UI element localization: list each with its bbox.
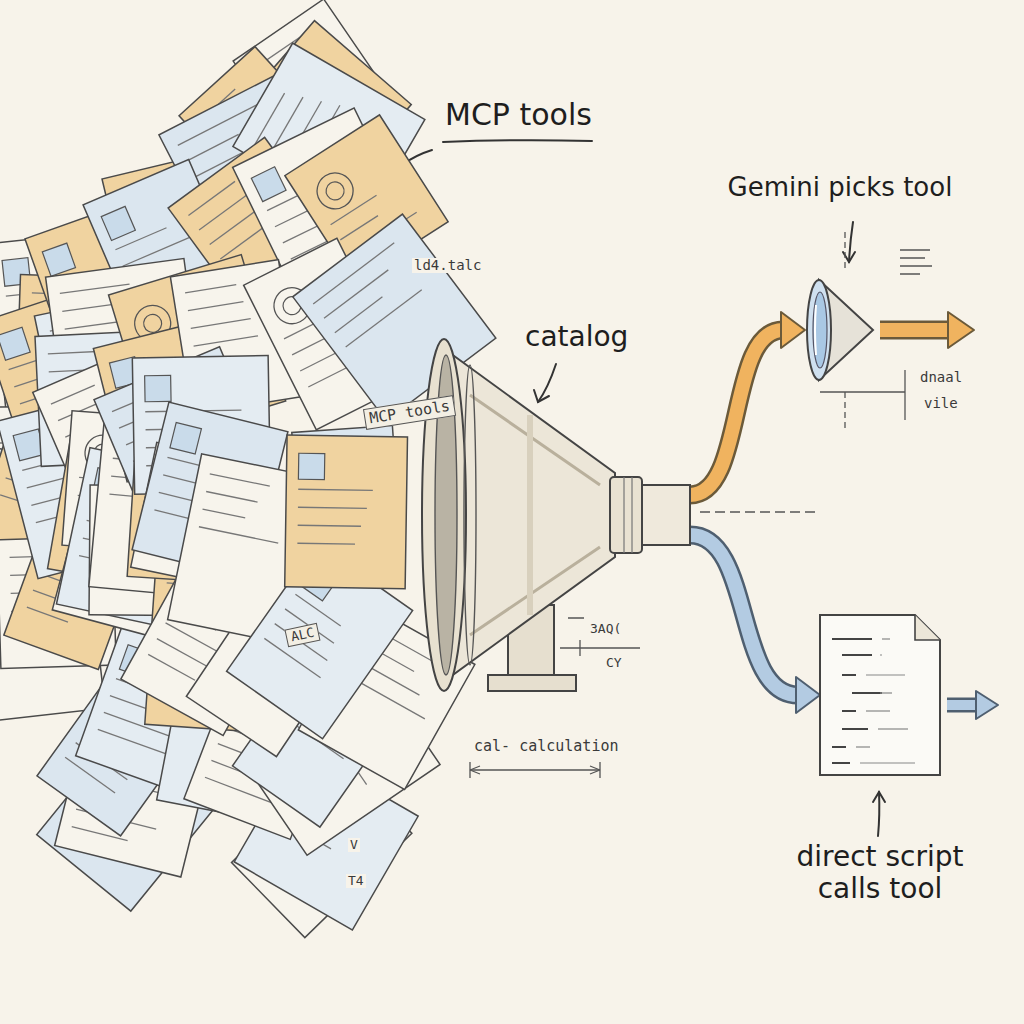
sketch-note: cal- calculation: [472, 738, 621, 755]
underline: [443, 140, 592, 142]
dimension-line: [560, 618, 640, 656]
guide-line: [904, 370, 905, 420]
selector-lens: Gemini picks tool: [805, 275, 875, 385]
arrow-tip: [534, 390, 549, 402]
output-arrow: [880, 312, 974, 348]
flow-arrow: [690, 312, 805, 495]
sketch-note: CY: [604, 656, 624, 670]
arrow-body: [690, 330, 783, 495]
selector-lens-outline: [805, 275, 875, 385]
arrow-body: [690, 535, 798, 695]
sketch-note: T4: [346, 874, 366, 888]
flow-arrow: [690, 535, 820, 713]
tool-pile: MCP tools: [0, 0, 440, 1000]
dimension-tick: [470, 766, 600, 774]
catalog-funnel-outline: [410, 335, 690, 695]
catalog-funnel: catalog: [410, 335, 690, 695]
sketch-note: ld4.talc: [412, 258, 483, 273]
output-arrow: [947, 691, 998, 719]
dimension-line: [470, 762, 600, 778]
scribble: [900, 250, 932, 274]
centerline: [700, 511, 815, 512]
arrow-head: [796, 677, 820, 713]
arrow-outline: [690, 330, 783, 495]
leader-arrow: [878, 792, 879, 836]
arrow-outline: [690, 535, 798, 695]
sketch-note: 3AQ(: [588, 622, 623, 636]
node-heading: Gemini picks tool: [728, 173, 953, 203]
arrow-head: [781, 312, 805, 348]
node-heading: MCP tools: [445, 98, 592, 133]
node-heading: direct script calls tool: [775, 841, 985, 905]
sketch-note: dnaal: [918, 370, 964, 385]
script-document: direct script calls tool: [820, 615, 940, 775]
arrow-tip: [873, 792, 885, 802]
sketch-note: vile: [922, 396, 960, 411]
tool-pile-outline: [0, 0, 440, 1000]
script-document-outline: [820, 615, 940, 775]
node-heading: catalog: [525, 321, 628, 353]
guide-line: [820, 391, 905, 392]
sketch-note: V: [348, 838, 360, 852]
